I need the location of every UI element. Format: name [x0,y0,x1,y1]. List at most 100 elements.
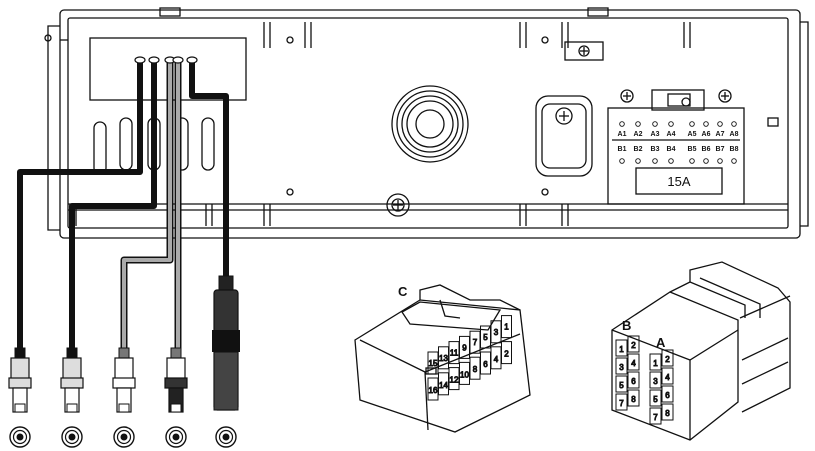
connector-c-pin-number: 1 [504,323,509,332]
plug-rca-2 [60,347,84,413]
plug-rca-3 [112,347,136,413]
connector-pin-number: 8 [665,409,670,418]
plug-antenna [212,275,240,411]
connector-pin-cell [661,349,674,367]
connector-c-pin-number: 5 [483,333,488,342]
cable-rca-1 [17,58,143,350]
connector-c-label: C [398,284,408,299]
connector-c-pin-cell [501,341,512,365]
cable-rca-2 [69,58,157,350]
connector-a-label: A [656,335,666,350]
connector-pin-number: 3 [653,377,658,386]
cable-rca-3 [122,58,172,350]
cable-antenna [189,58,229,278]
pin-label-a: A7 [716,131,725,138]
connector-c-pin-number: 11 [450,349,459,358]
cables [17,56,229,350]
pin-label-a: A8 [730,131,739,138]
connector-pin-cell [615,375,628,393]
connector-pin-number: 1 [619,345,624,354]
pin-hole-a [731,121,737,127]
pin-hole-b [668,158,674,164]
plug-end-view-rca-1 [9,426,31,448]
connector-pin-cell [649,371,662,389]
connector-c-pin-number: 7 [473,338,478,347]
pin-hole-b [635,158,641,164]
fuse-rating-label: 15A [667,174,690,189]
connector-pin-number: 3 [619,363,624,372]
pin-hole-a [703,121,709,127]
pin-label-b: B8 [730,146,739,153]
pin-hole-b [717,158,723,164]
connector-pin-number: 8 [631,395,636,404]
connector-pin-cell [649,407,662,425]
pin-label-b: B2 [634,146,643,153]
pin-hole-a [635,121,641,127]
connector-pin-cell [627,353,640,371]
pin-label-a: A2 [634,131,643,138]
connector-pin-number: 6 [631,377,636,386]
connector-pin-cell [627,371,640,389]
connector-c-pin-number: 9 [462,343,467,352]
pin-hole-b [619,158,625,164]
connector-pin-cell [649,389,662,407]
connector-c-pin-cell [501,315,512,339]
connector-pin-number: 1 [653,359,658,368]
pin-label-b: B1 [618,146,627,153]
connector-c-pin-number: 4 [494,355,499,364]
connector-pin-number: 2 [631,341,636,350]
connector-pin-cell [615,393,628,411]
center-socket [391,85,469,163]
pin-label-b: B5 [688,146,697,153]
plug-end-view-rca-2 [61,426,83,448]
pin-hole-a [689,121,695,127]
screw-housing [535,95,593,177]
pin-label-a: A4 [667,131,676,138]
connector-c-pin-number: 8 [473,365,478,374]
connector-c-pin-number: 3 [494,328,499,337]
connector-c-pin-number: 10 [460,370,469,379]
pin-label-b: B4 [667,146,676,153]
connector-pin-number: 7 [619,399,624,408]
plug-end-view-antenna [215,426,237,448]
connector-pin-cell [661,403,674,421]
connector-pin-number: 2 [665,355,670,364]
connector-pin-cell [615,357,628,375]
connector-pin-number: 4 [665,373,670,382]
connector-b-label: B [622,318,631,333]
pin-hole-b [689,158,695,164]
pin-hole-a [652,121,658,127]
connector-c-pin-number: 6 [483,360,488,369]
pin-hole-b [652,158,658,164]
plug-rca-1 [8,347,32,413]
radio-chassis [44,7,809,239]
pin-hole-b [703,158,709,164]
connector-pin-number: 4 [631,359,636,368]
pin-label-b: B6 [702,146,711,153]
cable-plugs [8,275,240,448]
connector-pin-cell [661,367,674,385]
connector-c-pin-number: 14 [439,381,448,390]
connector-pin-number: 6 [665,391,670,400]
plug-rca-4 [164,347,188,413]
connector-c-pin-number: 15 [429,359,438,368]
connector-pin-cell [627,389,640,407]
connector-c-pin-number: 13 [439,354,448,363]
connector-pin-number: 7 [653,413,658,422]
connector-pin-number: 5 [653,395,658,404]
pin-hole-a [668,121,674,127]
plug-end-view-rca-4 [165,426,187,448]
pin-label-b: B3 [651,146,660,153]
connector-c-pin-number: 16 [429,386,438,395]
plug-end-view-rca-3 [113,426,135,448]
connector-c-pin-number: 12 [450,376,459,385]
connector-pin-cell [627,335,640,353]
connector-pin-cell [661,385,674,403]
connector-c-pin-number: 2 [504,350,509,359]
mount-screw [386,193,410,217]
pin-hole-a [619,121,625,127]
